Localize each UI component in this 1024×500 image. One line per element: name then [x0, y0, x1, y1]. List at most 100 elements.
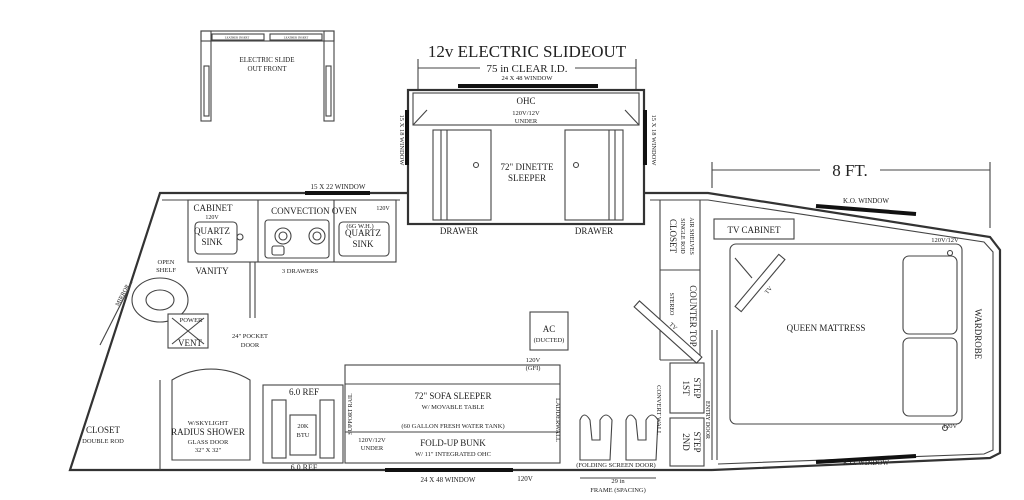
saddle-rack-right — [625, 414, 659, 461]
dinette-label-line1: 72" DINETTE — [501, 162, 554, 172]
thumb-title-line1: ELECTRIC SLIDE — [239, 56, 294, 64]
radius-shower — [171, 368, 251, 461]
thumb-insert-label-2: LEATHER INSERT — [284, 36, 309, 40]
frame-size-label: 29 in — [611, 478, 625, 485]
slide-right-window-label: 15 X 18 WINDOW — [650, 115, 657, 167]
first-step — [669, 362, 705, 414]
sofa-label: 72" SOFA SLEEPER — [414, 391, 491, 401]
ac-ducted-label: (DUCTED) — [534, 337, 565, 344]
cabinet-power: 120V — [205, 215, 219, 221]
clear-id-dimension: 75 in CLEAR I.D. — [417, 59, 637, 90]
tv-left-label: TV — [668, 322, 678, 332]
support-rail-label: SUPPORT RAIL — [348, 393, 354, 435]
ref-bottom-label: 6.0 REF — [291, 463, 318, 472]
slide-ohc-label: OHC — [516, 96, 535, 106]
entry-area: (FOLDING SCREEN DOOR) 29 in FRAME (SPACI… — [576, 200, 718, 494]
power-vent-label-1: POWER — [180, 317, 203, 324]
slide-ohc-power: 120V/12V — [512, 110, 540, 117]
water-heater-label: (6G W.H.) — [346, 223, 373, 230]
slideout-front-thumbnail: LEATHER INSERT LEATHER INSERT ELECTRIC S… — [200, 30, 335, 122]
open-shelf-label-2: SHELF — [156, 267, 176, 274]
eight-foot-dimension: 8 FT. — [711, 161, 991, 228]
bunk-label: FOLD-UP BUNK — [420, 438, 486, 448]
tv-cabinet — [713, 218, 795, 240]
power-vent-label-2: VENT — [178, 338, 202, 348]
entry-door-label: ENTRY DOOR — [704, 401, 710, 439]
water-tank-label: (60 GALLON FRESH WATER TANK) — [401, 423, 504, 430]
pocket-door-label-1: 24" POCKET — [232, 333, 268, 340]
ko-window-top-label: K.O. WINDOW — [843, 197, 889, 205]
dinette-label-line2: SLEEPER — [508, 173, 546, 183]
bottom-window-label: 24 X 48 WINDOW — [421, 476, 476, 484]
btu-label-1: 20K — [297, 423, 309, 430]
kitchen-sink-label-1: QUARTZ — [345, 228, 381, 238]
dinette-seat-right — [564, 129, 624, 221]
shower-label: RADIUS SHOWER — [171, 427, 245, 437]
living-area: 6.0 REF 20K BTU 6.0 REF SUPPORT RAIL AC … — [262, 311, 569, 472]
mirror — [99, 281, 133, 346]
slideout-room: 15 X 18 WINDOW 15 X 18 WINDOW OHC 120V/1… — [398, 88, 657, 236]
gfi-label: (GFI) — [526, 365, 541, 372]
second-step-label-2: STEP — [692, 431, 702, 452]
btu-label-2: BTU — [297, 432, 310, 439]
gfi-power-label: 120V — [526, 357, 541, 364]
ko-window-top — [815, 204, 917, 216]
refrigerator — [271, 399, 287, 459]
tv-right-label: TV — [764, 285, 774, 295]
first-step-label-1: 1ST — [681, 380, 691, 396]
drawer-left-label: DRAWER — [440, 226, 478, 236]
closet2-rod-label: SINGLE ROD — [679, 218, 685, 254]
bunk-ohc-label: W/ 11" INTEGRATED OHC — [415, 451, 491, 458]
open-shelf-label-1: OPEN — [158, 259, 175, 266]
second-step — [669, 417, 705, 467]
frame-spacing-label: FRAME (SPACING) — [590, 487, 646, 494]
ac-label: AC — [543, 324, 556, 334]
ko-window-bottom-label: K.O. WINDOW — [843, 459, 889, 467]
closet-rod-label: DOUBLE ROD — [82, 438, 124, 445]
pillow-top — [902, 255, 958, 335]
bathroom: MIRROR POWER VENT W/SKYLIGHT RADIUS SHOW… — [82, 277, 251, 470]
clear-id-label: 75 in CLEAR I.D. — [487, 63, 568, 75]
kitchen-area: CABINET 120V QUARTZ SINK VANITY OPEN SHE… — [156, 199, 397, 349]
pocket-door-label-2: DOOR — [241, 342, 260, 349]
thumb-title-line2: OUT FRONT — [248, 65, 288, 73]
saddle-rack-left — [579, 414, 613, 461]
slide-left-window-label: 15 X 18 WINDOW — [398, 115, 405, 167]
convection-oven-label: CONVECTION OVEN — [271, 206, 357, 216]
pillow-bottom — [902, 337, 958, 417]
tv-left: TV — [633, 300, 703, 364]
bunk-under-label: UNDER — [361, 445, 384, 452]
tv-cabinet-label: TV CABINET — [727, 225, 781, 235]
cabinet-label: CABINET — [194, 203, 233, 213]
wardrobe-label: WARDROBE — [973, 309, 983, 360]
folding-screen-label: (FOLDING SCREEN DOOR) — [576, 462, 655, 469]
vanity-sink-label-2: SINK — [201, 237, 223, 247]
shower-size: 32" X 32" — [195, 447, 222, 454]
closet-label: CLOSET — [86, 425, 121, 435]
drawers-label: 3 DRAWERS — [282, 268, 319, 275]
counter-top-label: COUNTER TOP — [688, 285, 698, 346]
slide-ohc-under: UNDER — [515, 118, 538, 125]
bedroom-power-top: 120V/12V — [931, 237, 959, 244]
queen-mattress — [729, 243, 963, 425]
ac-unit — [529, 311, 569, 351]
ko-window-bottom — [815, 454, 917, 464]
second-step-label-1: 2ND — [681, 433, 691, 451]
toilet-area — [131, 277, 189, 323]
dinette-seat-left — [432, 129, 492, 221]
drawer-right-label: DRAWER — [575, 226, 613, 236]
shower-skylight: W/SKYLIGHT — [188, 420, 228, 427]
furnace — [289, 414, 317, 456]
eight-foot-label: 8 FT. — [832, 161, 868, 180]
ref-top-label: 6.0 REF — [289, 387, 319, 397]
stereo-label: STEREO — [668, 293, 674, 316]
kitchen-power-label: 120V — [376, 206, 390, 212]
ladder-wall-label: LADDERWALL — [554, 398, 561, 442]
vanity-sink-label-1: QUARTZ — [194, 226, 230, 236]
vanity-label: VANITY — [195, 266, 229, 276]
bottom-power-label: 120V — [517, 475, 533, 483]
bedroom-power-bottom: 120V — [943, 423, 958, 430]
top-left-window-label: 15 X 22 WINDOW — [311, 183, 366, 191]
bedroom: TV CABINET 120V/12V QUEEN MATTRESS TV WA… — [713, 218, 983, 432]
